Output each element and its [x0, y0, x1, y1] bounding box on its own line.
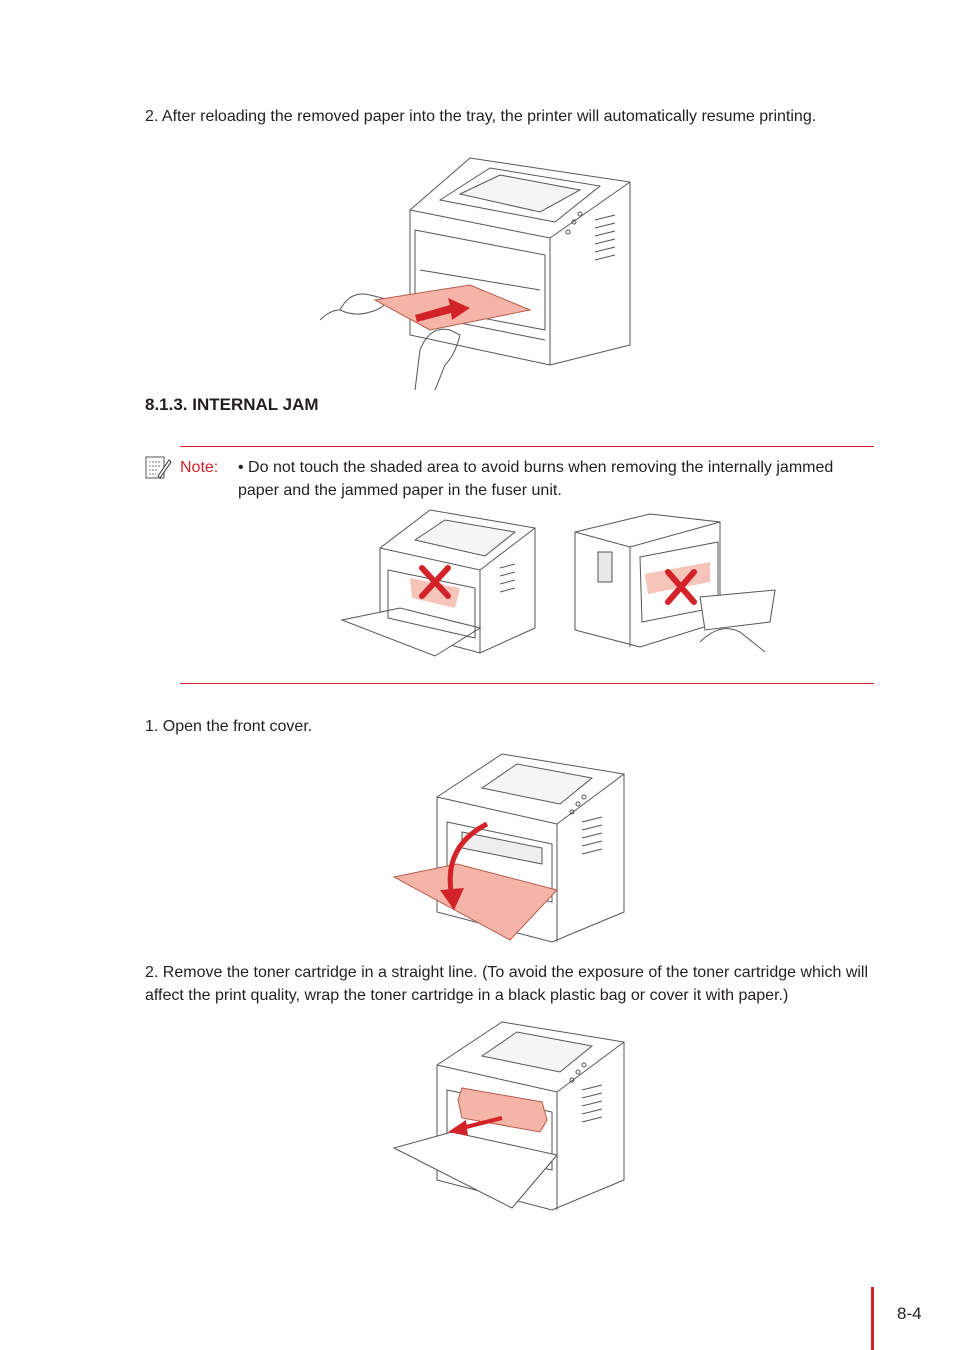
printer-reload-illustration: [320, 157, 631, 390]
step-open-front-cover-text: 1. Open the front cover.: [145, 718, 313, 735]
figure-note-rear-hot-area: [570, 512, 780, 657]
note-bottom-rule: [180, 683, 874, 684]
printer-remove-toner-illustration: [392, 1021, 625, 1211]
section-heading-internal-jam: 8.1.3. INTERNAL JAM: [145, 395, 319, 414]
figure-open-front-cover: [392, 752, 632, 947]
note-top-rule: [180, 446, 874, 447]
note-label: Note:: [180, 459, 219, 476]
figure-reload-paper: [320, 150, 640, 390]
page-number-bar: [871, 1287, 874, 1350]
printer-rear-hot-illustration: [574, 513, 776, 653]
note-text: • Do not touch the shaded area to avoid …: [238, 459, 834, 499]
step-remove-toner-text: 2. Remove the toner cartridge in a strai…: [145, 964, 869, 1004]
figure-note-front-hot-area: [340, 508, 540, 658]
printer-front-hot-illustration: [340, 509, 536, 657]
printer-open-cover-illustration: [392, 753, 625, 943]
figure-remove-toner: [392, 1020, 632, 1215]
step-reload-paper-text: 2. After reloading the removed paper int…: [145, 108, 817, 125]
page-number: 8-4: [897, 1304, 922, 1323]
note-icon: [144, 454, 172, 480]
